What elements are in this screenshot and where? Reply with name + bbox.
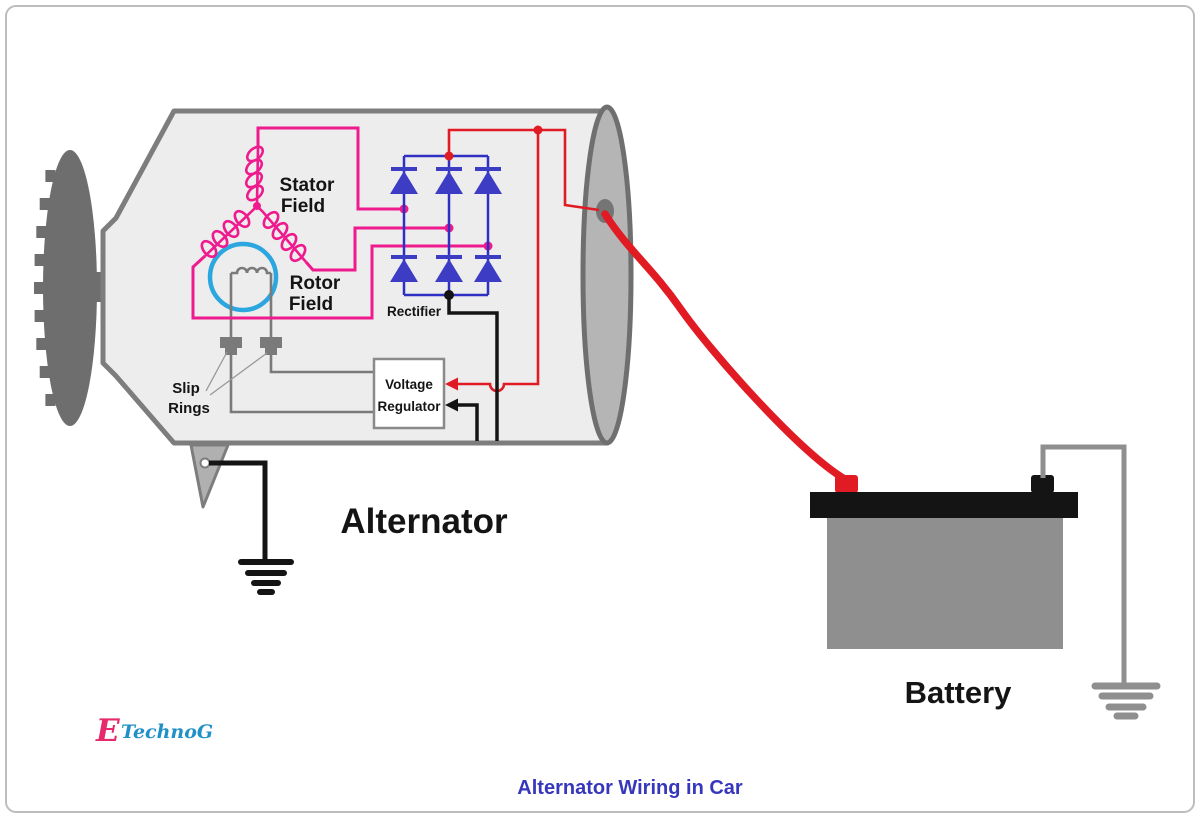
alternator-label: Alternator xyxy=(340,502,508,541)
stator-field-label-line2: Field xyxy=(281,196,325,217)
slip-ring-pointer-line xyxy=(209,352,268,396)
black-arrowhead xyxy=(445,398,458,412)
stator-field-label-line1: Stator xyxy=(280,175,336,196)
phase-wire-1 xyxy=(256,126,404,211)
slip-rings-label-line2: Rings xyxy=(168,400,210,417)
battery-negative-terminal xyxy=(1031,475,1054,493)
rotor-winding xyxy=(229,266,273,337)
battery-top xyxy=(810,492,1078,518)
battery-positive-terminal xyxy=(835,475,858,493)
brand-name: TechnoG xyxy=(121,721,213,743)
wye-junction-dot xyxy=(253,202,261,210)
field-wire-upper xyxy=(269,355,374,374)
slip-rings-label-line1: Slip xyxy=(172,380,200,397)
battery: Battery xyxy=(810,475,1078,710)
stator-phase-wires xyxy=(191,126,493,320)
battery-body xyxy=(827,518,1063,649)
brand-logo: E TechnoG xyxy=(95,713,213,749)
alternator: Voltage Regulator Stator Field Rotor Fie… xyxy=(34,104,634,595)
ground-wires xyxy=(445,295,499,441)
page-border xyxy=(5,5,1195,813)
rectifier-label: Rectifier xyxy=(387,304,442,319)
diode-icon xyxy=(390,167,502,282)
ground-symbol-alternator xyxy=(209,460,294,595)
battery-label: Battery xyxy=(905,675,1013,710)
rotor-field-label-line1: Rotor xyxy=(290,273,341,294)
rotor-field-label-line2: Field xyxy=(289,294,333,315)
regulator-ground-wire xyxy=(457,403,479,441)
brand-initial: E xyxy=(95,713,120,749)
battery-cable xyxy=(601,210,847,482)
rectifier-ground-wire xyxy=(447,295,499,441)
voltage-regulator-box xyxy=(372,357,446,430)
slip-rings xyxy=(205,337,374,414)
voltage-regulator: Voltage Regulator xyxy=(372,357,446,430)
diagram-caption: Alternator Wiring in Car xyxy=(517,777,743,799)
junction-dot xyxy=(533,125,543,135)
slip-ring-pointer-line xyxy=(205,351,228,392)
regulator-label-line1: Voltage xyxy=(385,377,433,392)
regulator-label-line2: Regulator xyxy=(377,399,441,414)
junction-dot xyxy=(444,151,454,161)
rotor-ring xyxy=(207,241,279,313)
red-arrowhead xyxy=(445,377,458,391)
stator-winding xyxy=(200,145,307,263)
phase-wire-3 xyxy=(191,244,488,320)
field-wire-lower xyxy=(229,355,374,414)
alternator-end-cap xyxy=(580,104,634,446)
phase-wire-2 xyxy=(304,226,449,272)
bracket-hole xyxy=(199,457,211,469)
mounting-bracket xyxy=(189,443,230,509)
ground-symbol-battery xyxy=(1040,444,1161,720)
